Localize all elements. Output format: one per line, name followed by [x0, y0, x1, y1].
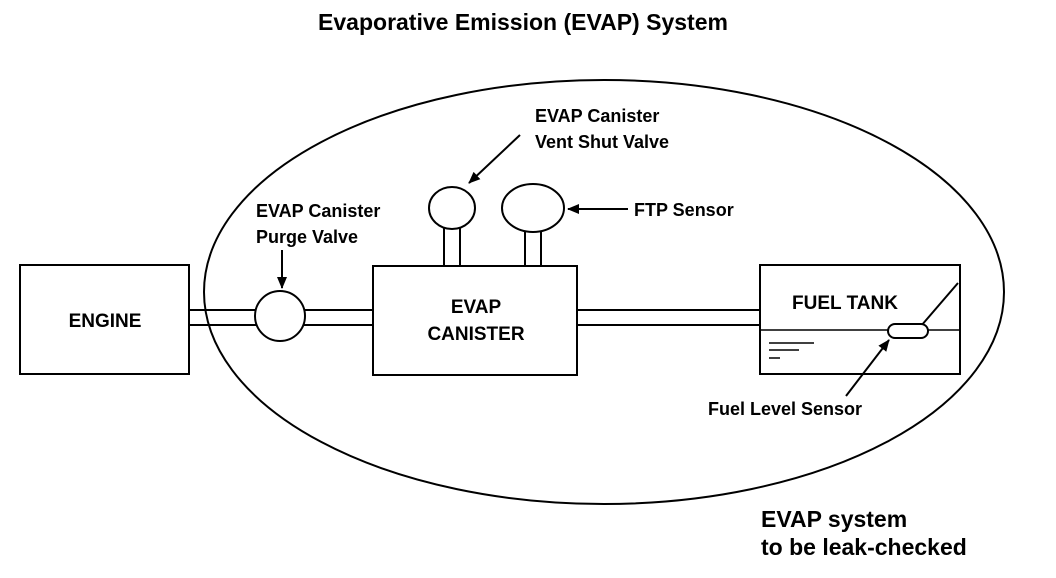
vent-valve-stem — [443, 228, 461, 267]
purge-valve-callout-line1: EVAP Canister — [256, 201, 380, 221]
fuel-level-sensor-arrow — [845, 339, 890, 397]
fuel-level-sensor-arm — [920, 282, 959, 327]
fuel-tank-box — [759, 264, 961, 375]
canister-tank-pipe — [577, 309, 760, 326]
purge-valve-callout-line2: Purge Valve — [256, 227, 358, 247]
vent-valve-callout-line2: Vent Shut Valve — [535, 132, 669, 152]
purge-valve — [254, 290, 306, 342]
ftp-sensor-stem — [524, 230, 542, 267]
vent-valve-callout-line1: EVAP Canister — [535, 106, 659, 126]
boundary-note-line2: to be leak-checked — [761, 534, 967, 560]
evap-canister-box — [372, 265, 578, 376]
ftp-sensor-callout: FTP Sensor — [634, 200, 734, 220]
boundary-note-line1: EVAP system — [761, 506, 907, 532]
engine-label: ENGINE — [69, 311, 142, 332]
diagram-title: Evaporative Emission (EVAP) System — [318, 9, 728, 35]
fuel-level-sensor-callout: Fuel Level Sensor — [708, 399, 862, 419]
ftp-sensor — [501, 183, 565, 233]
fuel-level-sensor-float — [887, 323, 929, 339]
vent-valve-arrow — [468, 134, 521, 184]
engine-purge-pipe — [189, 309, 257, 326]
fuel-tank-label: FUEL TANK — [792, 293, 898, 314]
purge-canister-pipe — [304, 309, 373, 326]
vent-shut-valve — [428, 186, 476, 230]
leak-check-boundary — [203, 79, 1005, 505]
engine-box — [19, 264, 190, 375]
canister-label-line2: CANISTER — [427, 324, 524, 345]
canister-label-line1: EVAP — [451, 297, 502, 318]
